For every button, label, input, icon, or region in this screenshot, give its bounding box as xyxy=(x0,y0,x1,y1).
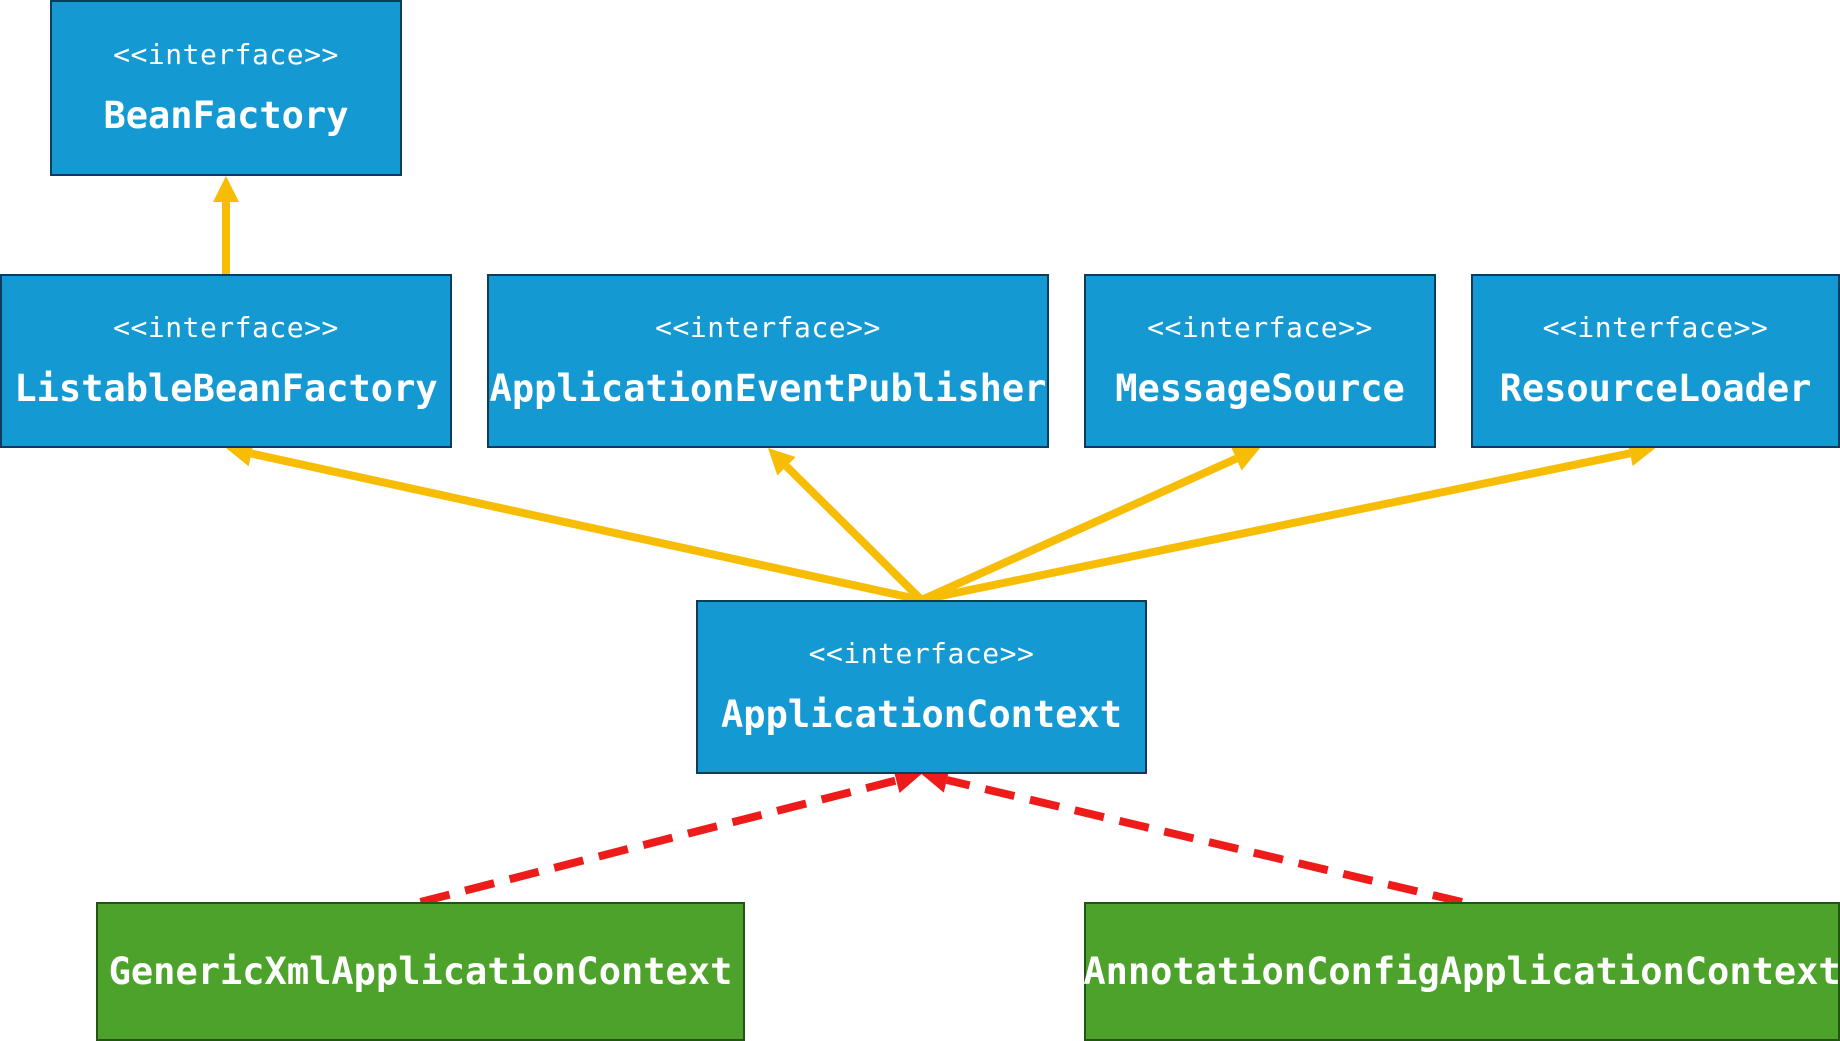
extends-arrowhead xyxy=(768,448,796,476)
extends-arrowhead xyxy=(1230,446,1260,471)
stereotype-label: <<interface>> xyxy=(808,637,1035,670)
class-name: AnnotationConfigApplicationContext xyxy=(1083,949,1840,993)
stereotype-label: <<interface>> xyxy=(655,311,881,344)
stereotype-label: <<interface>> xyxy=(1542,311,1769,344)
implements-arrowhead xyxy=(893,767,922,794)
stereotype-label: <<interface>> xyxy=(1147,311,1373,344)
class-name: BeanFactory xyxy=(103,94,349,137)
extends-arrowhead xyxy=(213,176,239,202)
message-source-node: <<interface>> MessageSource xyxy=(1084,274,1436,448)
class-name: GenericXmlApplicationContext xyxy=(108,949,733,993)
application-event-publisher-node: <<interface>> ApplicationEventPublisher xyxy=(487,274,1049,448)
implements-arrow-line xyxy=(945,776,1463,906)
stereotype-label: <<interface>> xyxy=(113,38,339,71)
implements-arrow-line xyxy=(419,776,898,906)
bean-factory-node: <<interface>> BeanFactory xyxy=(50,0,402,176)
extends-arrow-line xyxy=(783,463,925,603)
resource-loader-node: <<interface>> ResourceLoader xyxy=(1471,274,1840,448)
application-context-node: <<interface>> ApplicationContext xyxy=(696,600,1147,774)
generic-xml-application-context-node: GenericXmlApplicationContext xyxy=(96,902,745,1041)
extends-arrow-line xyxy=(920,449,1631,604)
class-name: MessageSource xyxy=(1115,367,1405,410)
stereotype-label: <<interface>> xyxy=(113,311,339,344)
class-name: ListableBeanFactory xyxy=(14,367,438,410)
class-name: ApplicationContext xyxy=(721,693,1122,736)
class-name: ResourceLoader xyxy=(1499,367,1812,410)
extends-arrow-line xyxy=(250,449,923,604)
annotation-config-application-context-node: AnnotationConfigApplicationContext xyxy=(1083,902,1840,1041)
class-name: ApplicationEventPublisher xyxy=(489,367,1047,410)
extends-arrow-line xyxy=(919,455,1238,604)
listable-bean-factory-node: <<interface>> ListableBeanFactory xyxy=(0,274,452,448)
